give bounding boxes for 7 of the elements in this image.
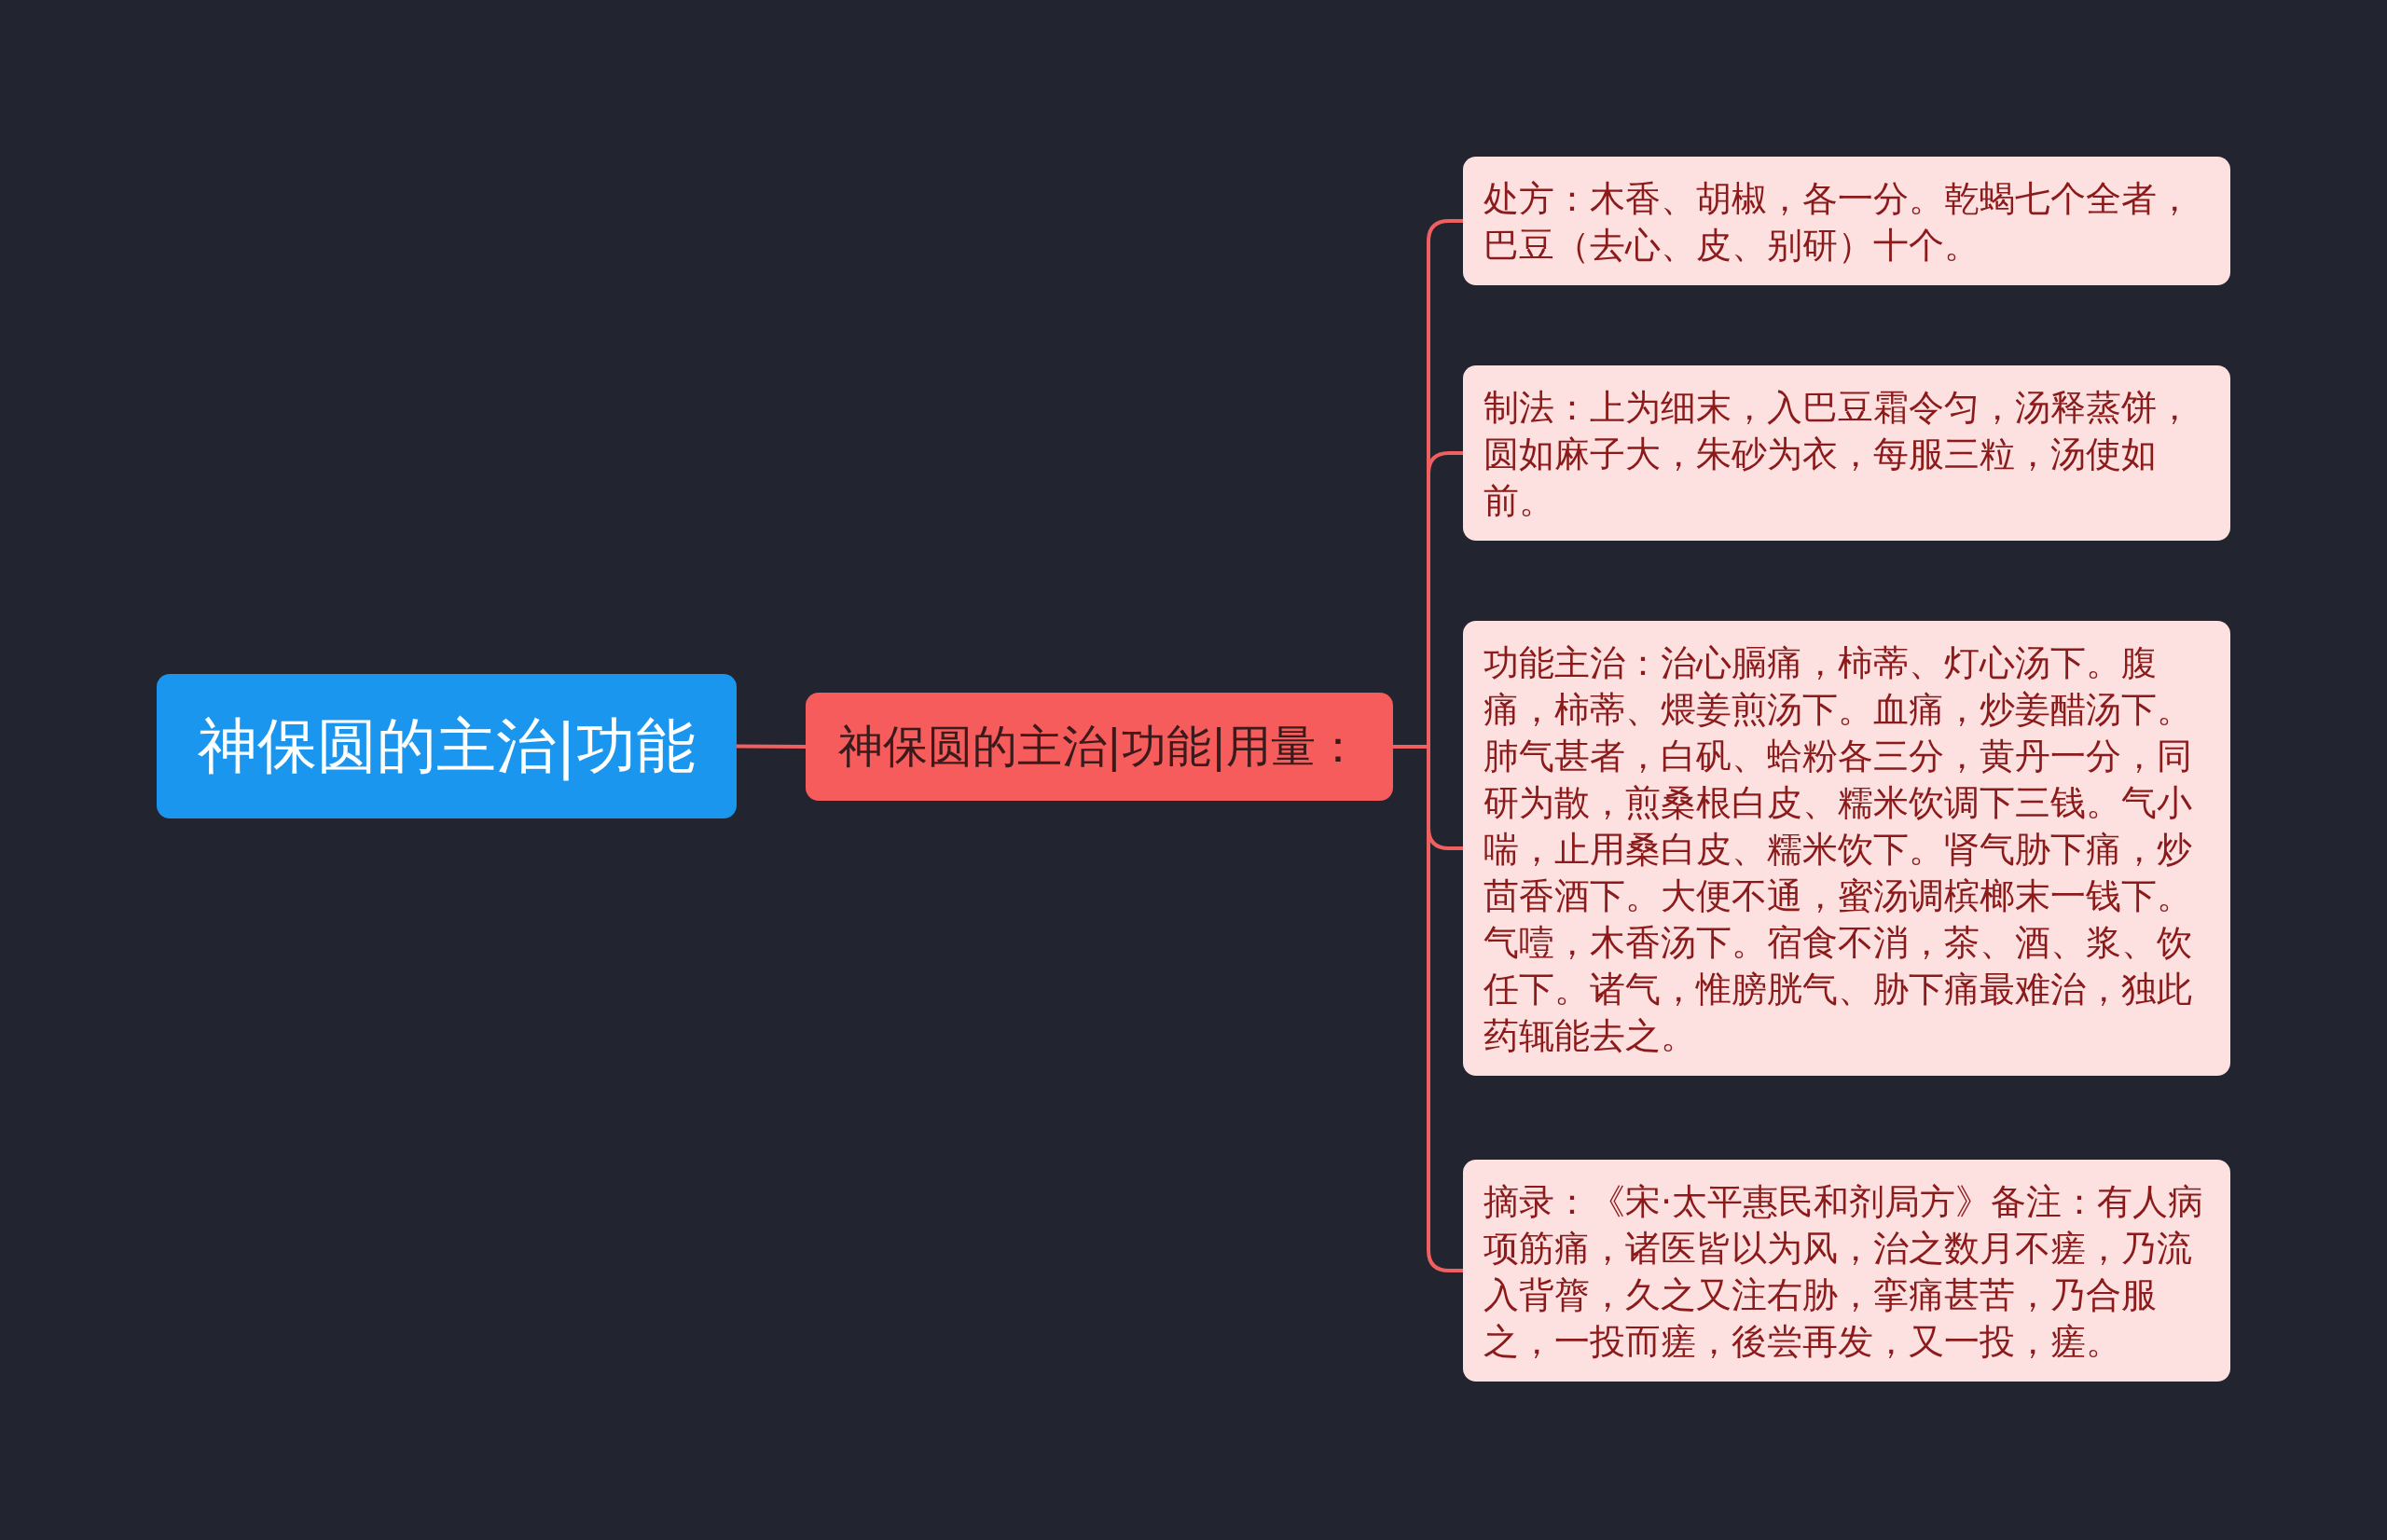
subtopic-box: 制法：上为细末，入巴豆霜令匀，汤释蒸饼，圆如麻子大，朱砂为衣，每服三粒，汤使如前。	[1463, 365, 2230, 541]
subtopic-box: 处方：木香、胡椒，各一分。乾蝎七个全者，巴豆（去心、皮、别研）十个。	[1463, 157, 2230, 285]
topic-box: 神保圆的主治|功能|用量：	[806, 693, 1393, 801]
subtopic-box: 摘录：《宋·太平惠民和剂局方》备注：有人病项筋痛，诸医皆以为风，治之数月不瘥，乃流入背膂，久之又注右胁，挛痛甚苦，乃合服之，一投而瘥，後尝再发，又一投，瘥。	[1463, 1160, 2230, 1382]
connector-line	[737, 744, 806, 749]
subtopic-box: 功能主治：治心膈痛，柿蒂、灯心汤下。腹痛，柿蒂、煨姜煎汤下。血痛，炒姜醋汤下。肺气甚者，白矾、蛤粉各三分，黄丹一分，同研为散，煎桑根白皮、糯米饮调下三钱。气小喘，止用桑白皮、糯米饮下。肾气胁下痛，炒茴香酒下。大便不通，蜜汤调槟榔末一钱下。气噎，木香汤下。宿食不消，茶、酒、浆、饮任下。诸气，惟膀胱气、胁下痛最难治，独此药辄能去之。	[1463, 621, 2230, 1076]
root-topic-box: 神保圆的主治|功能	[157, 674, 737, 818]
